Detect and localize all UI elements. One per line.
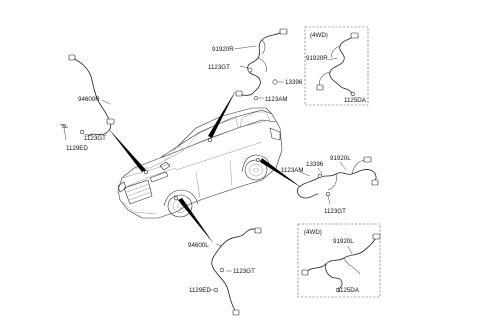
4wd-box-bottom (297, 223, 381, 298)
label-13396-top: 13396 (285, 79, 303, 86)
label-1123am-top: 1123AM (265, 96, 288, 103)
label-13396-right: 13396 (306, 161, 324, 168)
group-94600r (59, 54, 115, 141)
label-91920r: 91920R (212, 46, 234, 53)
label-4wd-top: (4WD) (310, 32, 328, 39)
callout-wedges (108, 90, 302, 244)
group-91920r-4wd (316, 32, 359, 97)
suv-vehicle (117, 107, 283, 219)
label-1123gt-right: 1123GT (324, 208, 346, 215)
label-91920l-4wd: 91920L (333, 238, 354, 245)
label-1123am-right: 1123AM (281, 167, 304, 174)
label-91920l: 91920L (330, 155, 351, 162)
label-4wd-bottom: (4WD) (304, 229, 322, 236)
group-91920l-4wd (301, 233, 381, 293)
label-1125da-top: 1125DA (344, 97, 367, 104)
label-1123gt-bottom: 1123GT (233, 268, 255, 275)
label-1129ed-bottom: 1129ED (189, 287, 211, 294)
label-94600l: 94600L (188, 242, 209, 249)
group-91920l (297, 156, 379, 205)
label-91920r-4wd: 91920R (306, 55, 328, 62)
group-91920r (233, 28, 288, 100)
label-1123gt-top: 1123GT (208, 64, 230, 71)
4wd-box-top (304, 26, 369, 106)
label-94600r: 94600R (78, 96, 100, 103)
label-1123gt-left: 1123GT (84, 135, 106, 142)
label-1125da-bottom: 1125DA (337, 287, 360, 294)
group-94600l (210, 227, 262, 316)
label-1129ed-left: 1129ED (66, 145, 88, 152)
